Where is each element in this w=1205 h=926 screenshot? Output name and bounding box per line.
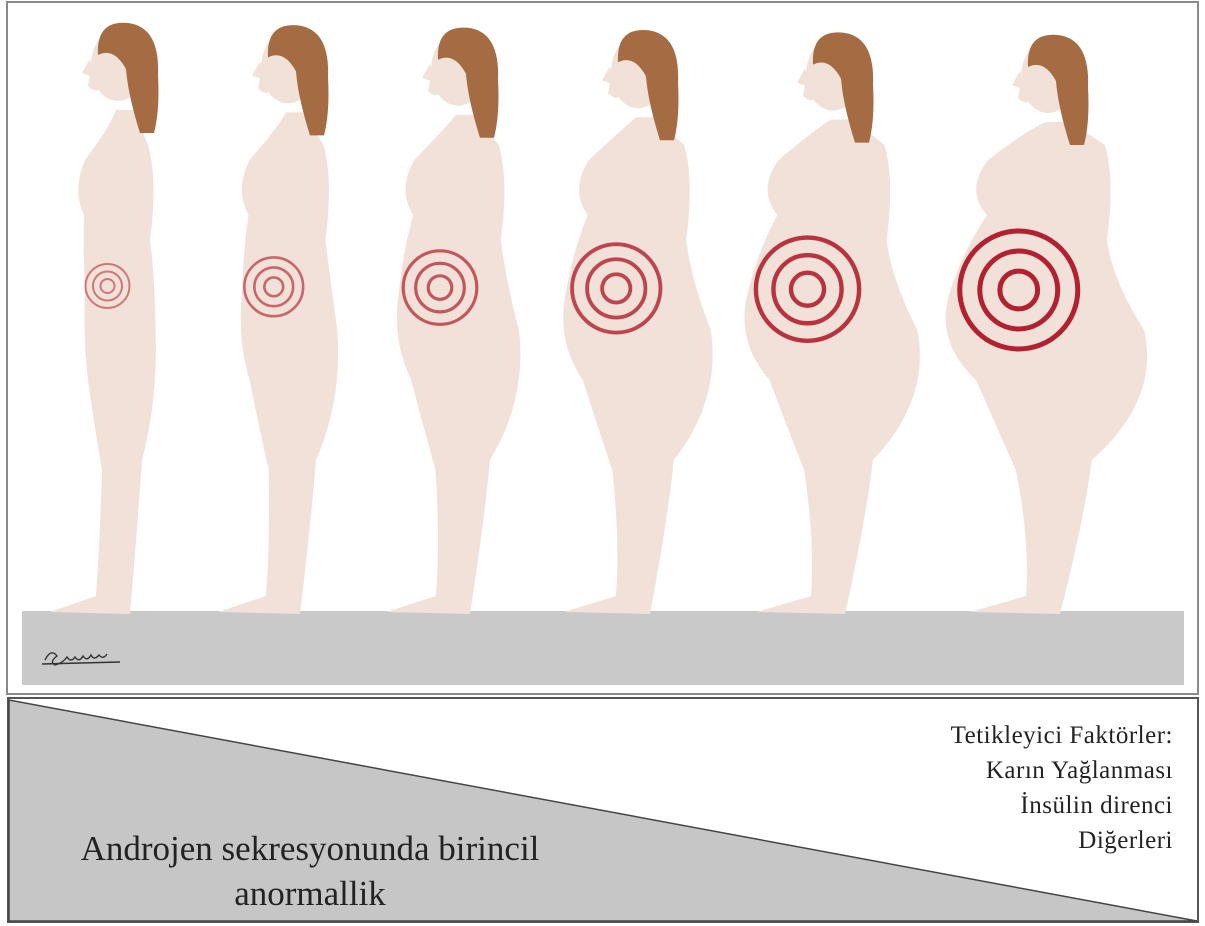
- primary-label-line-1: Androjen sekresyonunda birincil: [40, 826, 580, 871]
- primary-label-line-2: anormallik: [40, 871, 580, 916]
- trigger-label-heading: Tetikleyici Faktörler:: [843, 718, 1173, 753]
- trigger-label-insulin-resistance: İnsülin direnci: [843, 788, 1173, 823]
- trigger-label-abdominal-fat: Karın Yağlanması: [843, 753, 1173, 788]
- primary-androgen-label: Androjen sekresyonunda birincil anormall…: [40, 826, 580, 916]
- trigger-label-others: Diğerleri: [843, 823, 1173, 858]
- floor: [22, 611, 1184, 685]
- trigger-factors-label: Tetikleyici Faktörler: Karın Yağlanması …: [843, 718, 1173, 858]
